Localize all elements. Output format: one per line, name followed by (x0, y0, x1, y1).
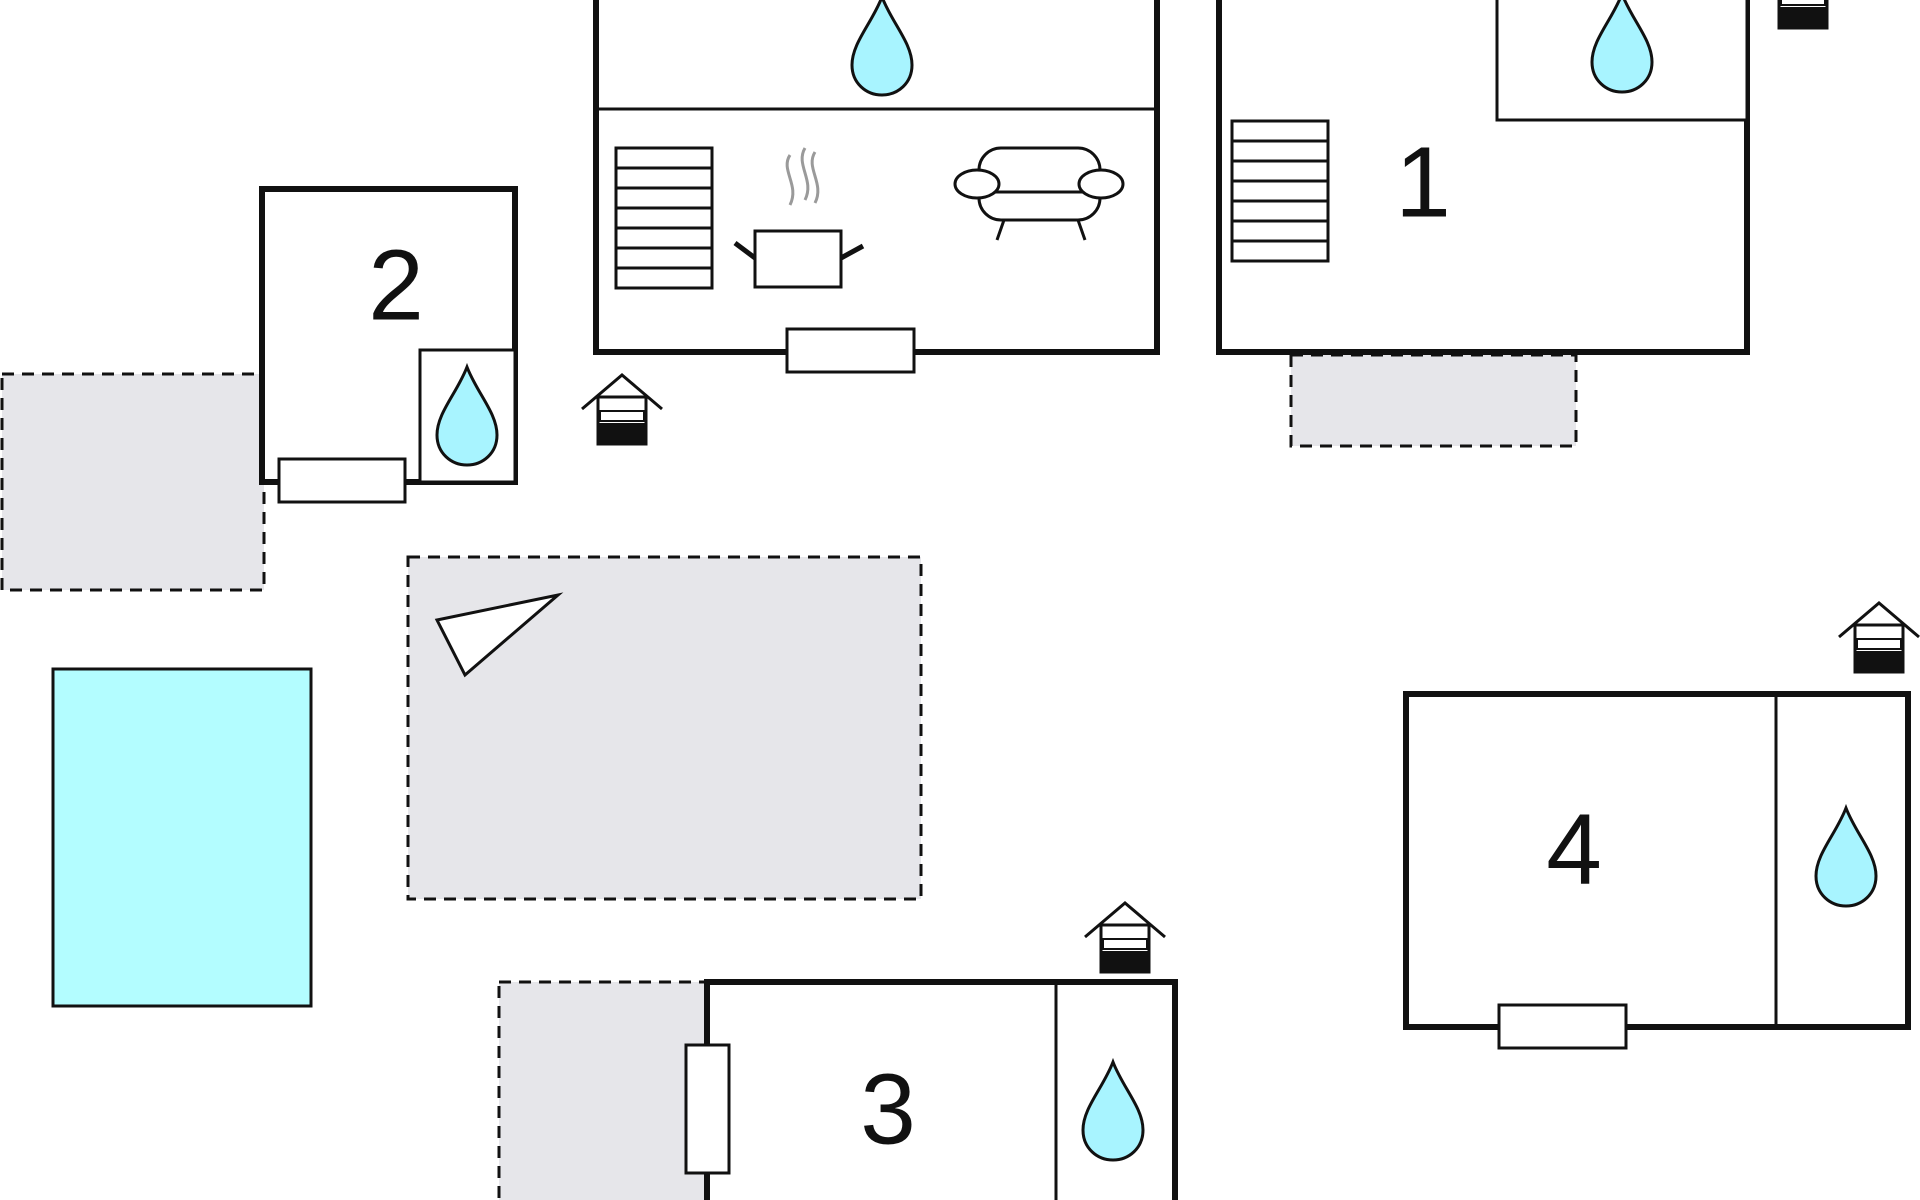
room-number-4: 4 (1546, 793, 1602, 905)
parasol-icon (434, 592, 564, 678)
room-4: 4 (1403, 691, 1911, 1050)
entrance-house-icon (1837, 601, 1920, 674)
room-1: 1 (1216, 0, 1750, 355)
terrace-room-1 (1289, 353, 1578, 448)
room-number-3: 3 (860, 1053, 916, 1165)
terrace-left (0, 372, 266, 592)
room-number-1: 1 (1395, 126, 1451, 238)
stairs-icon (1230, 119, 1330, 263)
sofa-icon (953, 146, 1125, 241)
stairs-icon (614, 146, 714, 290)
window-icon (277, 457, 407, 504)
main-house (593, 0, 1160, 374)
terrace-center (406, 555, 923, 901)
cooking-pot-icon (733, 147, 865, 289)
terrace-room-3 (497, 980, 709, 1200)
entrance-house-icon (580, 373, 664, 446)
room-2: 2 (259, 186, 518, 504)
swimming-pool (51, 667, 313, 1008)
window-icon (684, 1043, 731, 1175)
window-icon (1497, 1003, 1628, 1050)
window-icon (785, 327, 916, 374)
entrance-house-icon (1083, 901, 1167, 974)
room-3: 3 (684, 979, 1178, 1200)
room-number-2: 2 (368, 229, 424, 341)
entrance-house-icon (1761, 0, 1845, 30)
